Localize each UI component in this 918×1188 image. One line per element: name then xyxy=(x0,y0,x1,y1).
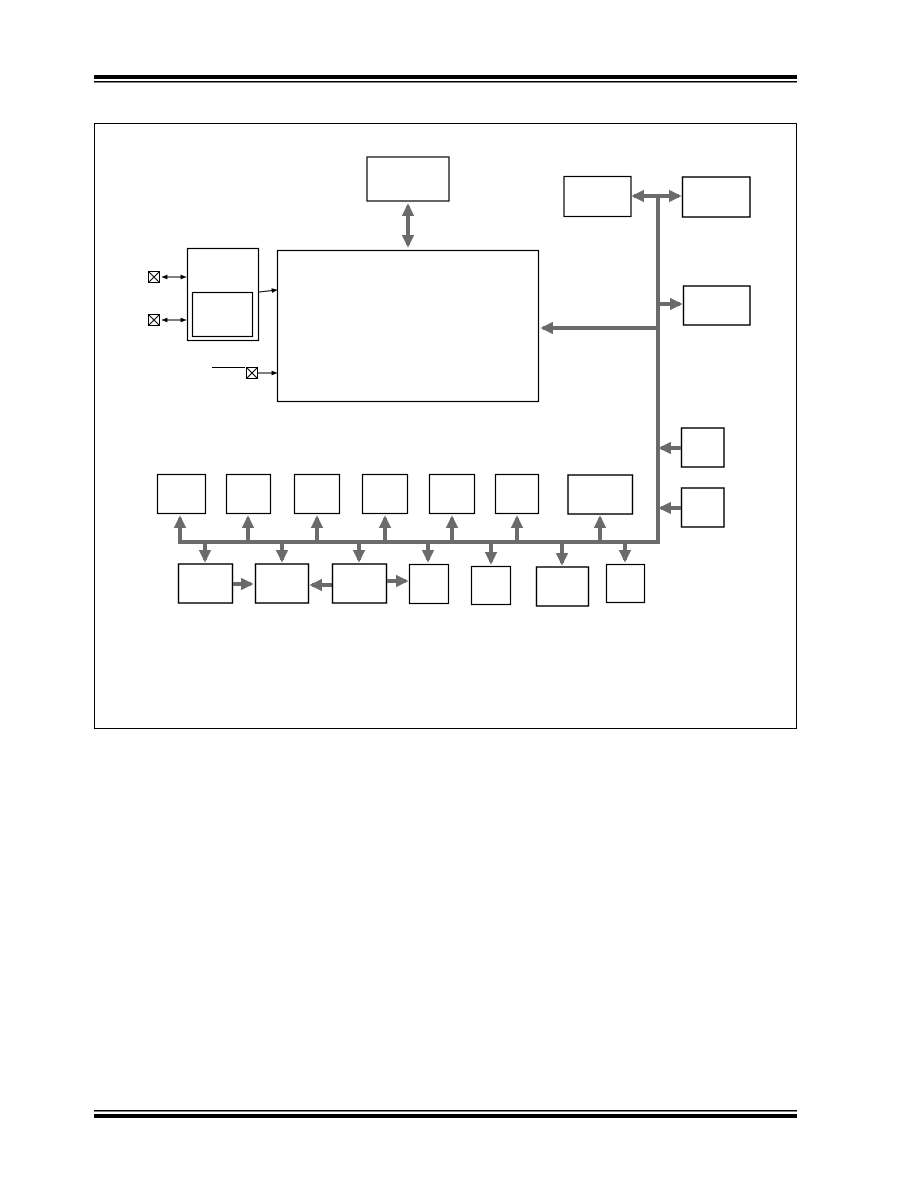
peripheral-bottom-1 xyxy=(177,563,234,604)
peripheral-top-6 xyxy=(494,473,540,515)
peripheral-top-1 xyxy=(156,473,207,515)
peripheral-bottom-7 xyxy=(605,563,646,604)
footer-rule xyxy=(94,1110,797,1118)
peripheral-top-3 xyxy=(293,473,341,515)
peripheral-bottom-6 xyxy=(535,566,590,607)
pin-1 xyxy=(148,271,187,283)
right-mid-block xyxy=(682,285,751,326)
peripheral-bottom-5 xyxy=(470,565,512,606)
peripheral-top-4 xyxy=(361,473,409,515)
peripheral-top-5 xyxy=(428,473,476,515)
core-block xyxy=(276,249,540,403)
figure-frame xyxy=(94,123,797,729)
pin-3 xyxy=(212,367,278,379)
peripheral-bottom-3 xyxy=(331,563,388,604)
pin-2 xyxy=(148,314,187,326)
top-center-block xyxy=(366,156,450,202)
top-right-left-block xyxy=(563,175,632,218)
top-right-block xyxy=(681,176,751,218)
peripheral-bottom-4 xyxy=(408,563,450,605)
oscillator-to-core-line xyxy=(258,288,278,293)
right-small-block-2 xyxy=(680,487,725,528)
header-rule xyxy=(94,75,797,83)
peripheral-top-2 xyxy=(225,473,272,515)
peripheral-top-7 xyxy=(567,474,634,515)
right-small-block-1 xyxy=(680,427,725,468)
peripheral-bottom-2 xyxy=(254,563,310,604)
oscillator-inner-block xyxy=(191,291,254,338)
